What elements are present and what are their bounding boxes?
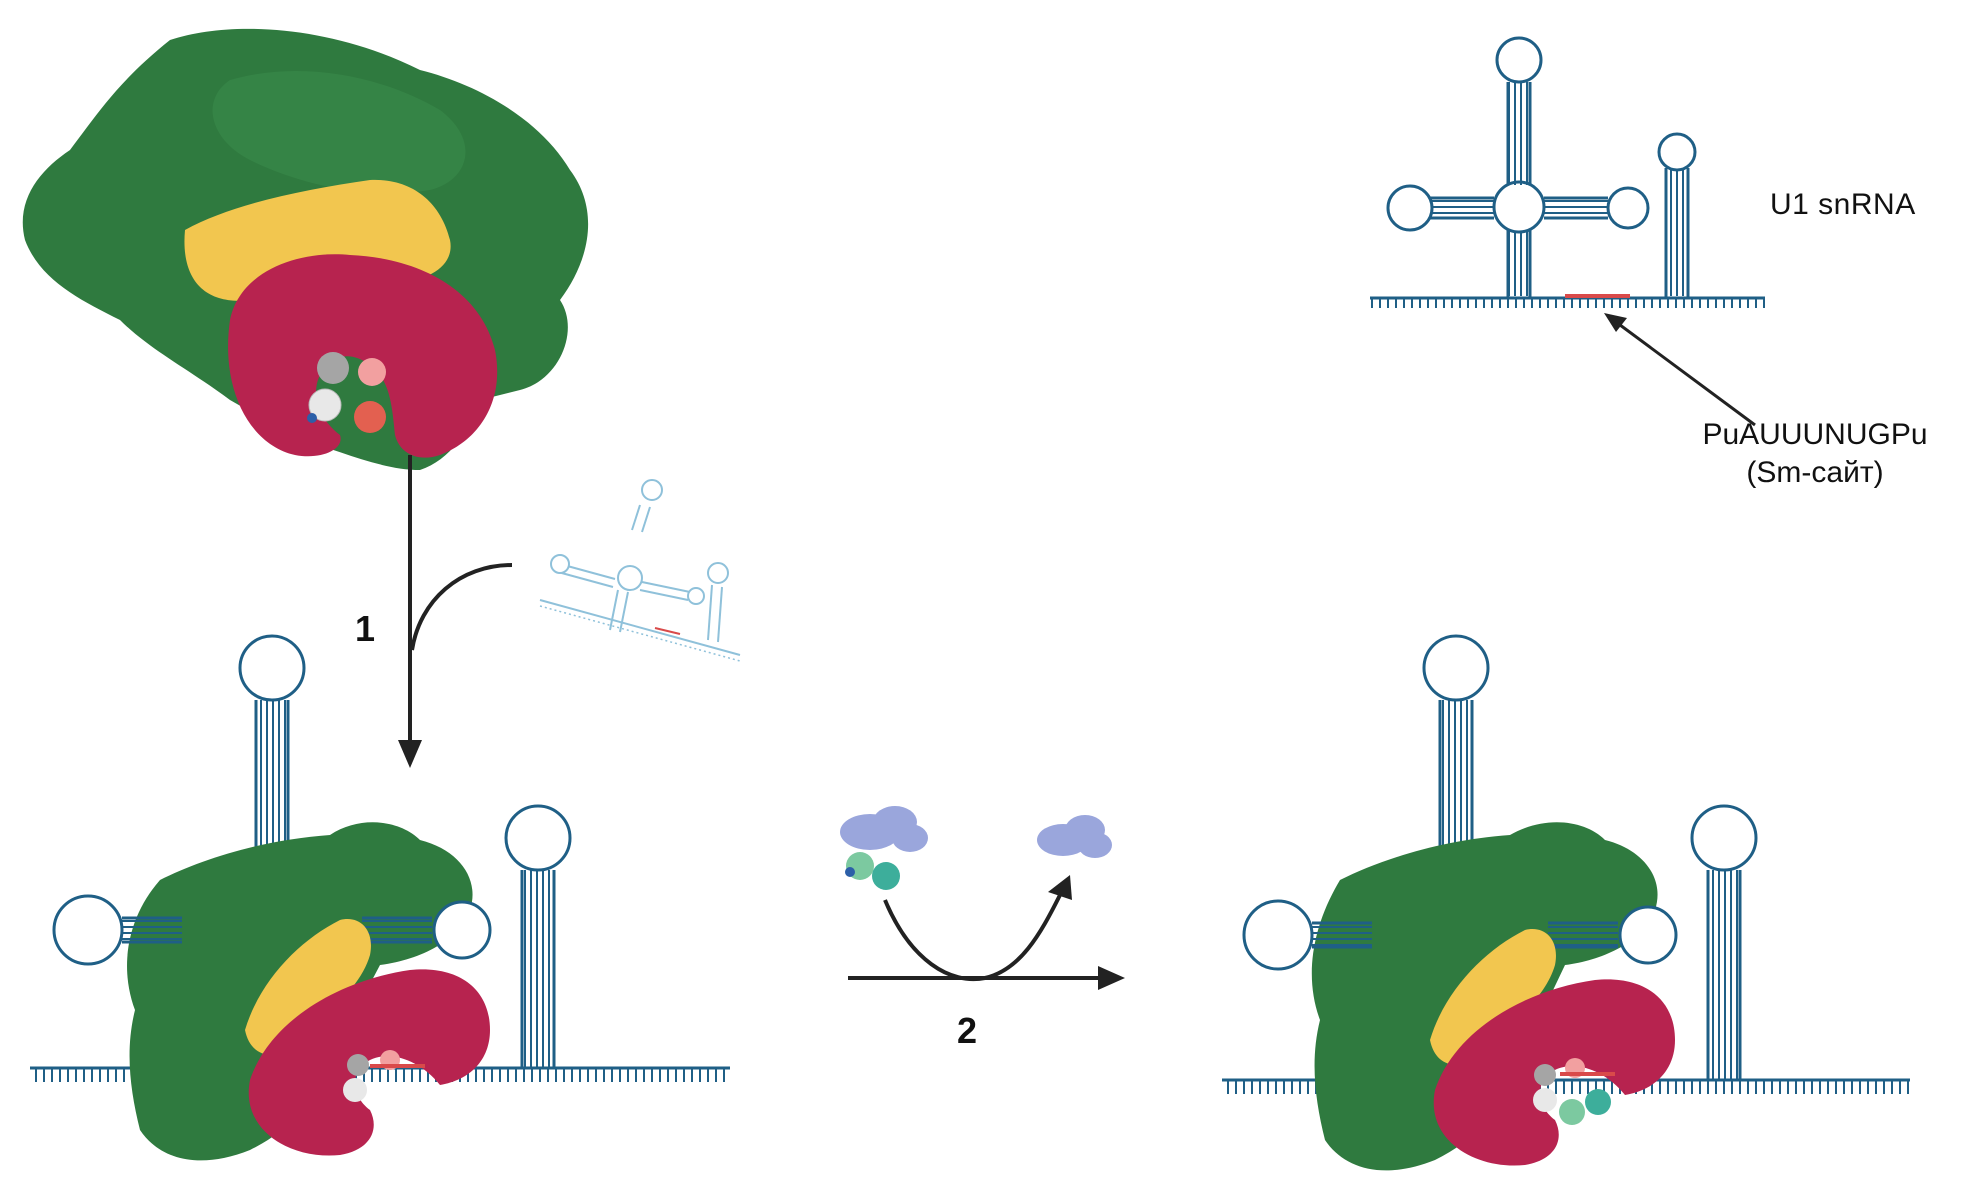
sm-ring-complex-top — [22, 28, 589, 470]
lsm-cloud-released-icon — [1037, 815, 1112, 858]
assembly-complex-left — [30, 634, 730, 1161]
step2-arrow — [848, 875, 1125, 990]
u1-snrna-label: U1 snRNA — [1770, 188, 1916, 221]
sm-site-sequence: PuAUUUNUGPu — [1702, 418, 1928, 451]
step-1-label: 1 — [355, 608, 376, 649]
red-sm-ring — [228, 254, 498, 458]
assembly-complex-right — [1222, 634, 1910, 1171]
lsm-cloud-incoming-icon — [840, 806, 928, 890]
step1-arrow — [398, 455, 513, 768]
u1-snrna-structure — [1370, 36, 1765, 308]
sm-site-pointer-arrow — [1604, 313, 1756, 427]
u1-snrna-incoming-icon — [539, 479, 741, 662]
sm-site-name: (Sm-сайт) — [1746, 456, 1884, 489]
smn-green-shade — [212, 71, 466, 194]
sm-site-label: PuAUUUNUGPu (Sm-сайт) — [1700, 416, 1930, 492]
step-2-label: 2 — [957, 1010, 978, 1051]
